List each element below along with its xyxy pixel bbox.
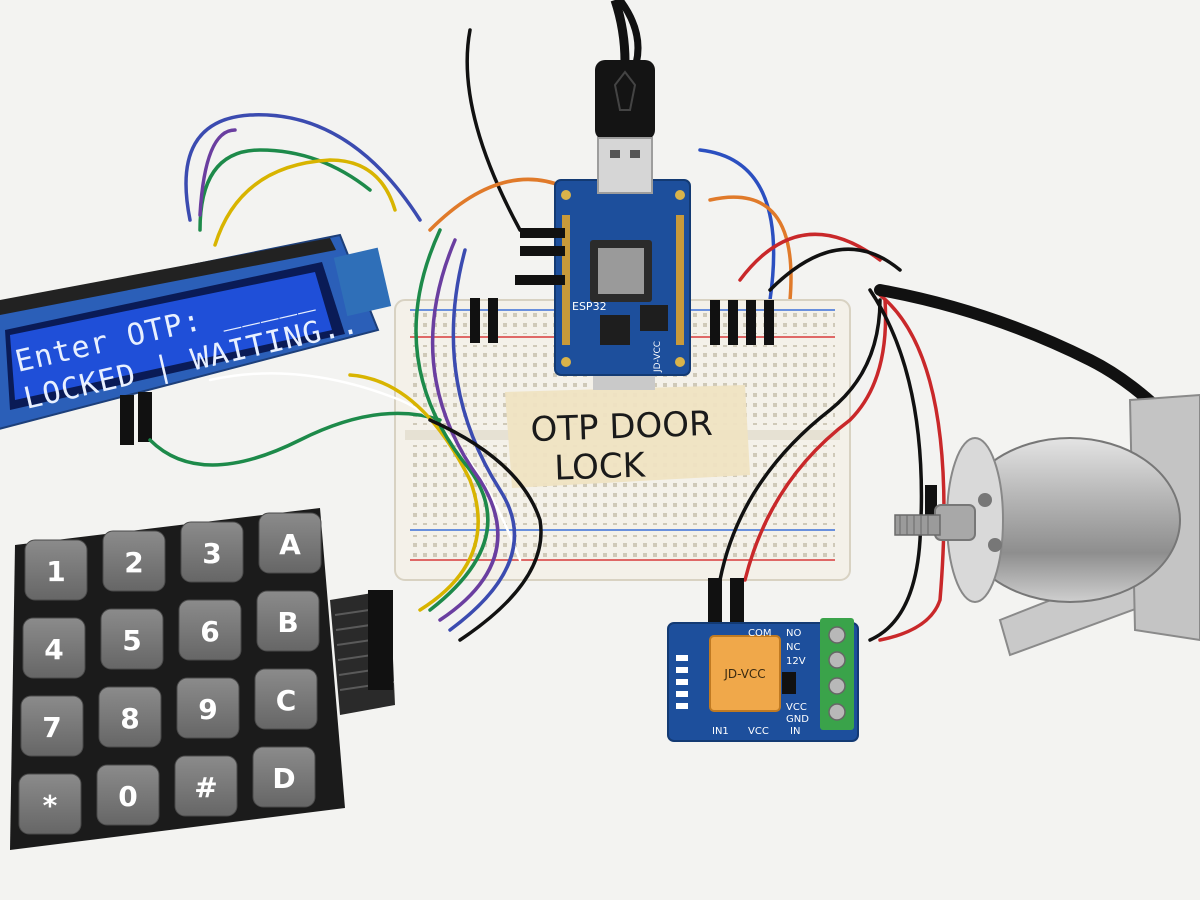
keypad-key-label: D bbox=[272, 762, 295, 795]
keypad-key-label: 2 bbox=[124, 546, 143, 579]
esp32-board: ESP32 JD-VCC bbox=[554, 179, 691, 390]
keypad-key-label: 5 bbox=[122, 624, 141, 657]
relay-no-label: NO bbox=[786, 628, 801, 639]
keypad-key-cap bbox=[180, 521, 244, 583]
keypad-key-label: 7 bbox=[42, 711, 61, 744]
keypad-key-cap bbox=[174, 755, 238, 817]
keypad-keys: 1 2 3 A 4 5 6 B 7 8 9 C * 0 # D bbox=[18, 512, 322, 835]
keypad-key: 4 bbox=[22, 617, 86, 679]
keypad-key-cap bbox=[102, 530, 166, 592]
lcd-module: Enter OTP: _____ LOCKED | WAITING.. bbox=[0, 233, 392, 445]
keypad-key: 7 bbox=[20, 695, 84, 757]
keypad-key-label: 0 bbox=[118, 780, 137, 813]
relay-in-label: IN bbox=[790, 726, 800, 737]
keypad-key-label: 4 bbox=[44, 633, 63, 666]
keypad-key-cap bbox=[100, 608, 164, 670]
keypad-key-cap bbox=[20, 695, 84, 757]
keypad-key-label: B bbox=[277, 606, 298, 639]
wires-front bbox=[148, 228, 1176, 642]
keypad-key: A bbox=[258, 512, 322, 574]
keypad-key-label: * bbox=[43, 789, 58, 822]
relay-module: JD-VCC COM NO NC 12V VCC GND IN IN1 VCC bbox=[667, 618, 859, 742]
keypad-key: # bbox=[174, 755, 238, 817]
keypad-key: 6 bbox=[178, 599, 242, 661]
relay-gnd-label: GND bbox=[786, 714, 809, 725]
keypad-key-label: 1 bbox=[46, 555, 65, 588]
keypad-key-label: 3 bbox=[202, 537, 221, 570]
keypad-key-cap bbox=[98, 686, 162, 748]
keypad-ribbon bbox=[330, 590, 395, 715]
keypad-key-label: A bbox=[279, 528, 301, 561]
relay-com-label: COM bbox=[748, 628, 771, 639]
keypad-key-label: # bbox=[194, 771, 217, 804]
keypad-key: D bbox=[252, 746, 316, 808]
keypad-key-cap bbox=[24, 539, 88, 601]
esp32-chip-label: ESP32 bbox=[572, 300, 607, 313]
relay-label: JD-VCC bbox=[723, 667, 765, 681]
relay-vcc-bottom-label: VCC bbox=[748, 726, 769, 737]
wires-back bbox=[184, 0, 902, 302]
esp32-side-label: JD-VCC bbox=[653, 341, 663, 373]
keypad-key: C bbox=[254, 668, 318, 730]
keypad-key-label: 8 bbox=[120, 702, 139, 735]
keypad-key-cap bbox=[176, 677, 240, 739]
keypad-key-cap bbox=[258, 512, 322, 574]
jumper-headers bbox=[470, 228, 937, 628]
keypad-key-cap bbox=[254, 668, 318, 730]
relay-12v-label: 12V bbox=[786, 656, 806, 667]
keypad-key: * bbox=[18, 773, 82, 835]
keypad-key: B bbox=[256, 590, 320, 652]
keypad-key-cap bbox=[178, 599, 242, 661]
keypad-key-cap bbox=[252, 746, 316, 808]
keypad-key: 8 bbox=[98, 686, 162, 748]
keypad: 1 2 3 A 4 5 6 B 7 8 9 C * 0 # D bbox=[10, 508, 345, 850]
keypad-key-cap bbox=[256, 590, 320, 652]
keypad-key-label: C bbox=[276, 684, 297, 717]
relay-in1-label: IN1 bbox=[712, 726, 729, 737]
tape-label-line2: LOCK bbox=[554, 445, 648, 488]
keypad-key: 9 bbox=[176, 677, 240, 739]
tape-label-line1: OTP DOOR bbox=[530, 404, 713, 450]
keypad-key: 5 bbox=[100, 608, 164, 670]
keypad-key-cap bbox=[96, 764, 160, 826]
keypad-key: 2 bbox=[102, 530, 166, 592]
relay-vcc-right-label: VCC bbox=[786, 702, 807, 713]
keypad-key-cap bbox=[18, 773, 82, 835]
keypad-key-cap bbox=[22, 617, 86, 679]
usb-cable bbox=[595, 0, 655, 194]
solenoid-lock bbox=[894, 393, 1200, 657]
keypad-key: 1 bbox=[24, 539, 88, 601]
keypad-key: 3 bbox=[180, 521, 244, 583]
tape-label: OTP DOOR LOCK bbox=[505, 385, 750, 489]
keypad-key: 0 bbox=[96, 764, 160, 826]
relay-nc-label: NC bbox=[786, 642, 800, 653]
keypad-key-label: 9 bbox=[198, 693, 217, 726]
keypad-key-label: 6 bbox=[200, 615, 219, 648]
